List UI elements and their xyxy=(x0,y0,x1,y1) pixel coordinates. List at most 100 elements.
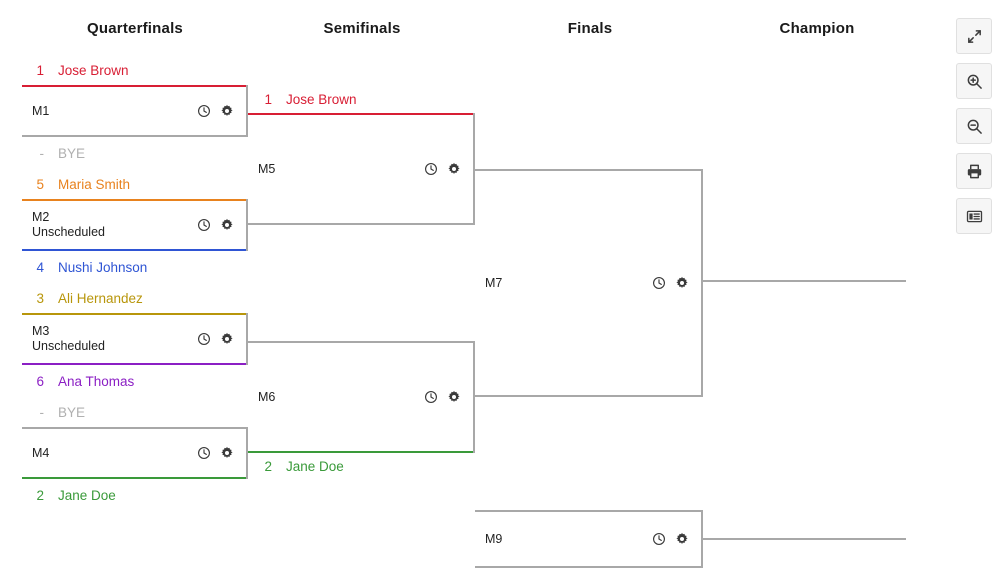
list-view-button[interactable] xyxy=(956,198,992,234)
gear-icon[interactable] xyxy=(675,532,689,546)
player-name: Jane Doe xyxy=(286,459,344,474)
player-seed: 1 xyxy=(264,92,272,107)
gear-icon[interactable] xyxy=(220,332,234,346)
player-seed: 5 xyxy=(36,177,44,192)
clock-icon[interactable] xyxy=(197,218,211,232)
match-box-m3[interactable]: M3 Unscheduled xyxy=(22,313,248,365)
round-header-champion: Champion xyxy=(779,20,855,37)
zoom-in-icon xyxy=(966,73,983,90)
match-box-m9[interactable]: M9 xyxy=(475,510,703,568)
player-seed: 6 xyxy=(36,374,44,389)
match-labels: M6 xyxy=(258,390,275,405)
match-id: M9 xyxy=(485,531,503,546)
player-sf-m5-top[interactable]: 1 Jose Brown xyxy=(250,92,356,107)
player-name: BYE xyxy=(58,146,86,161)
match-box-m6[interactable]: M6 xyxy=(248,341,475,453)
match-edge-right xyxy=(246,427,248,479)
round-header-finals: Finals xyxy=(567,20,613,37)
match-tools xyxy=(197,446,234,460)
player-qf-m2-top[interactable]: 5 Maria Smith xyxy=(22,177,130,192)
clock-icon[interactable] xyxy=(652,532,666,546)
match-labels: M5 xyxy=(258,162,275,177)
clock-icon[interactable] xyxy=(424,390,438,404)
print-icon xyxy=(966,163,983,180)
match-edge-right xyxy=(473,113,475,225)
player-name: Nushi Johnson xyxy=(58,260,148,275)
match-labels: M2 Unscheduled xyxy=(32,210,105,240)
match-edge-right xyxy=(246,199,248,251)
match-winner-edge-bottom xyxy=(22,249,248,251)
match-box-m5[interactable]: M5 xyxy=(248,113,475,225)
player-qf-m4-top[interactable]: - BYE xyxy=(22,405,86,420)
round-header-semifinals: Semifinals xyxy=(323,20,401,37)
match-status: Unscheduled xyxy=(32,339,105,353)
gear-icon[interactable] xyxy=(447,162,461,176)
match-winner-edge-top xyxy=(22,427,248,429)
fullscreen-button[interactable] xyxy=(956,18,992,54)
gear-icon[interactable] xyxy=(220,446,234,460)
list-view-icon xyxy=(966,208,983,225)
clock-icon[interactable] xyxy=(424,162,438,176)
player-qf-m2-bottom[interactable]: 4 Nushi Johnson xyxy=(22,260,147,275)
match-id: M1 xyxy=(32,103,50,118)
player-seed: 3 xyxy=(36,291,44,306)
match-id: M6 xyxy=(258,389,276,404)
player-name: Ana Thomas xyxy=(58,374,135,389)
match-winner-edge-top xyxy=(248,341,475,343)
gear-icon[interactable] xyxy=(675,276,689,290)
match-winner-edge-top xyxy=(248,113,475,115)
player-qf-m4-bottom[interactable]: 2 Jane Doe xyxy=(22,488,116,503)
match-winner-edge-top xyxy=(475,510,703,512)
match-edge-right xyxy=(701,510,703,568)
match-id: M5 xyxy=(258,161,276,176)
player-name: Maria Smith xyxy=(58,177,131,192)
zoom-out-button[interactable] xyxy=(956,108,992,144)
match-id: M2 xyxy=(32,210,50,224)
match-tools xyxy=(424,162,461,176)
match-tools xyxy=(197,104,234,118)
match-winner-edge-bottom xyxy=(475,566,703,568)
match-winner-edge-bottom xyxy=(22,363,248,365)
clock-icon[interactable] xyxy=(197,446,211,460)
match-winner-edge-bottom xyxy=(22,135,248,137)
zoom-in-button[interactable] xyxy=(956,63,992,99)
match-status: Unscheduled xyxy=(32,225,105,239)
match-id: M7 xyxy=(485,275,503,290)
match-id: M4 xyxy=(32,445,50,460)
player-seed: 2 xyxy=(36,488,44,503)
match-box-m4[interactable]: M4 xyxy=(22,427,248,479)
match-tools xyxy=(197,218,234,232)
player-sf-m6-bottom[interactable]: 2 Jane Doe xyxy=(250,459,344,474)
match-box-m7[interactable]: M7 xyxy=(475,169,703,397)
clock-icon[interactable] xyxy=(197,104,211,118)
match-box-m2[interactable]: M2 Unscheduled xyxy=(22,199,248,251)
match-winner-edge-bottom xyxy=(475,395,703,397)
player-name: BYE xyxy=(58,405,86,420)
match-winner-edge-bottom xyxy=(22,477,248,479)
print-button[interactable] xyxy=(956,153,992,189)
player-qf-m3-top[interactable]: 3 Ali Hernandez xyxy=(22,291,142,306)
gear-icon[interactable] xyxy=(447,390,461,404)
player-name: Jose Brown xyxy=(58,63,129,78)
gear-icon[interactable] xyxy=(220,104,234,118)
clock-icon[interactable] xyxy=(197,332,211,346)
match-labels: M4 xyxy=(32,446,49,461)
match-edge-right xyxy=(246,313,248,365)
match-winner-edge-top xyxy=(22,199,248,201)
match-labels: M9 xyxy=(485,532,502,547)
match-winner-edge-top xyxy=(22,85,248,87)
player-qf-m1-bottom[interactable]: - BYE xyxy=(22,146,86,161)
clock-icon[interactable] xyxy=(652,276,666,290)
match-edge-right xyxy=(473,341,475,453)
match-labels: M7 xyxy=(485,276,502,291)
player-qf-m3-bottom[interactable]: 6 Ana Thomas xyxy=(22,374,134,389)
player-seed: - xyxy=(39,405,45,420)
player-seed: 4 xyxy=(36,260,44,275)
player-name: Jane Doe xyxy=(58,488,116,503)
player-qf-m1-top[interactable]: 1 Jose Brown xyxy=(22,63,129,78)
match-box-m1[interactable]: M1 xyxy=(22,85,248,137)
match-tools xyxy=(197,332,234,346)
match-winner-edge-top xyxy=(22,313,248,315)
gear-icon[interactable] xyxy=(220,218,234,232)
